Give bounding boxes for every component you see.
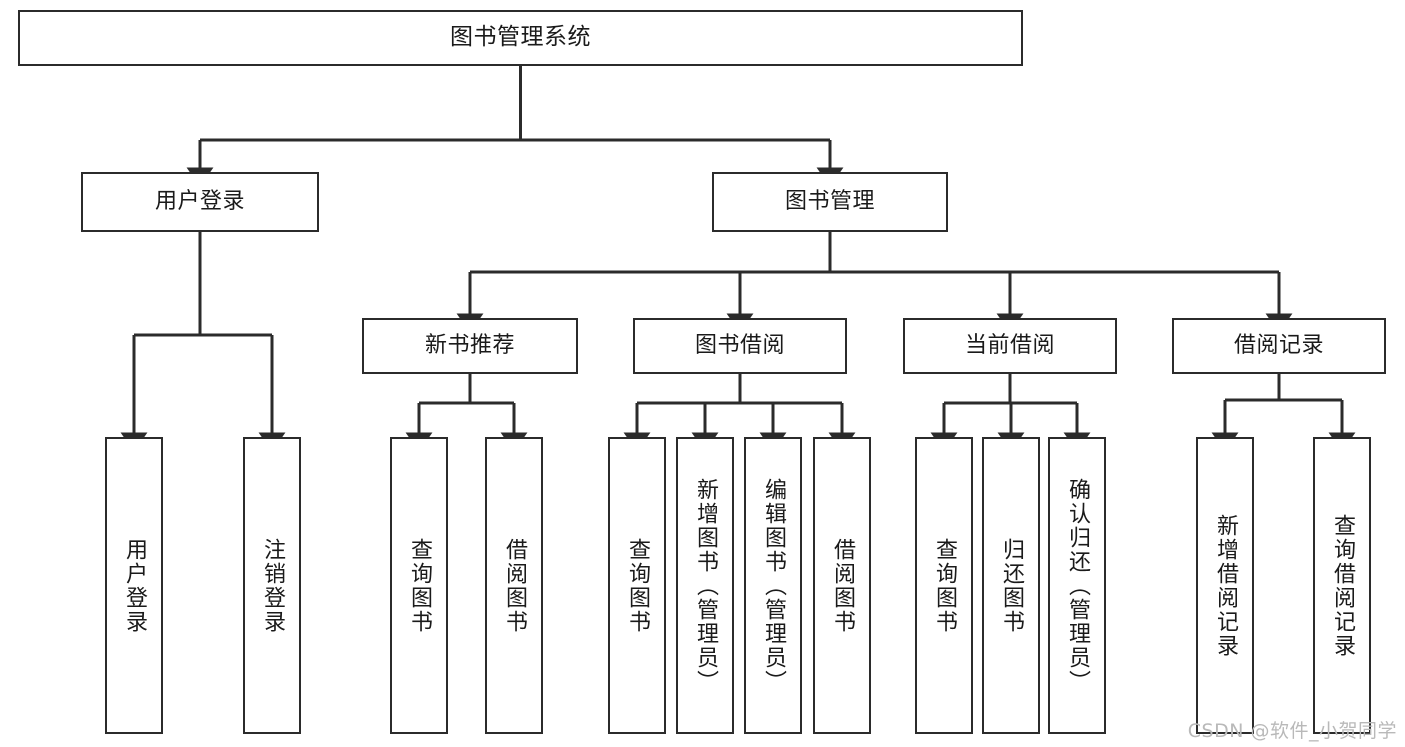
node-leaf-query-book-1[interactable]: 查询图书: [390, 437, 448, 734]
node-label: 借阅图书: [502, 537, 527, 634]
node-leaf-edit-book[interactable]: 编辑图书（管理员）: [744, 437, 802, 734]
node-borrow-record[interactable]: 借阅记录: [1172, 318, 1386, 374]
node-label: 用户登录: [154, 188, 245, 214]
connector-lines: [120, 66, 1356, 452]
node-new-book-rec[interactable]: 新书推荐: [362, 318, 578, 374]
node-label: 借阅图书: [830, 537, 855, 634]
node-leaf-query-book-3[interactable]: 查询图书: [915, 437, 973, 734]
node-label: 注销登录: [260, 537, 285, 634]
node-label: 图书借阅: [694, 332, 785, 358]
node-label: 当前借阅: [964, 332, 1055, 358]
node-leaf-query-record[interactable]: 查询借阅记录: [1313, 437, 1371, 734]
node-label: 新书推荐: [424, 332, 515, 358]
node-leaf-return-book[interactable]: 归还图书: [982, 437, 1040, 734]
node-book-borrow[interactable]: 图书借阅: [633, 318, 847, 374]
node-label: 确认归还（管理员）: [1065, 477, 1090, 694]
node-user-login[interactable]: 用户登录: [81, 172, 319, 232]
node-leaf-confirm-return[interactable]: 确认归还（管理员）: [1048, 437, 1106, 734]
node-label: 图书管理系统: [450, 24, 591, 51]
node-label: 新增借阅记录: [1213, 513, 1238, 658]
node-leaf-logout[interactable]: 注销登录: [243, 437, 301, 734]
node-book-manage[interactable]: 图书管理: [712, 172, 948, 232]
node-leaf-user-login[interactable]: 用户登录: [105, 437, 163, 734]
node-label: 查询借阅记录: [1330, 513, 1355, 658]
node-leaf-borrow-book-1[interactable]: 借阅图书: [485, 437, 543, 734]
node-label: 用户登录: [122, 537, 147, 634]
node-root[interactable]: 图书管理系统: [18, 10, 1023, 66]
node-label: 查询图书: [932, 537, 957, 634]
node-leaf-add-book[interactable]: 新增图书（管理员）: [676, 437, 734, 734]
node-current-borrow[interactable]: 当前借阅: [903, 318, 1117, 374]
node-leaf-add-record[interactable]: 新增借阅记录: [1196, 437, 1254, 734]
node-label: 编辑图书（管理员）: [761, 477, 786, 694]
node-label: 图书管理: [784, 188, 875, 214]
node-leaf-query-book-2[interactable]: 查询图书: [608, 437, 666, 734]
node-label: 查询图书: [625, 537, 650, 634]
node-label: 归还图书: [999, 537, 1024, 634]
node-label: 查询图书: [407, 537, 432, 634]
node-label: 借阅记录: [1233, 332, 1324, 358]
node-leaf-borrow-book-2[interactable]: 借阅图书: [813, 437, 871, 734]
node-label: 新增图书（管理员）: [693, 477, 718, 694]
